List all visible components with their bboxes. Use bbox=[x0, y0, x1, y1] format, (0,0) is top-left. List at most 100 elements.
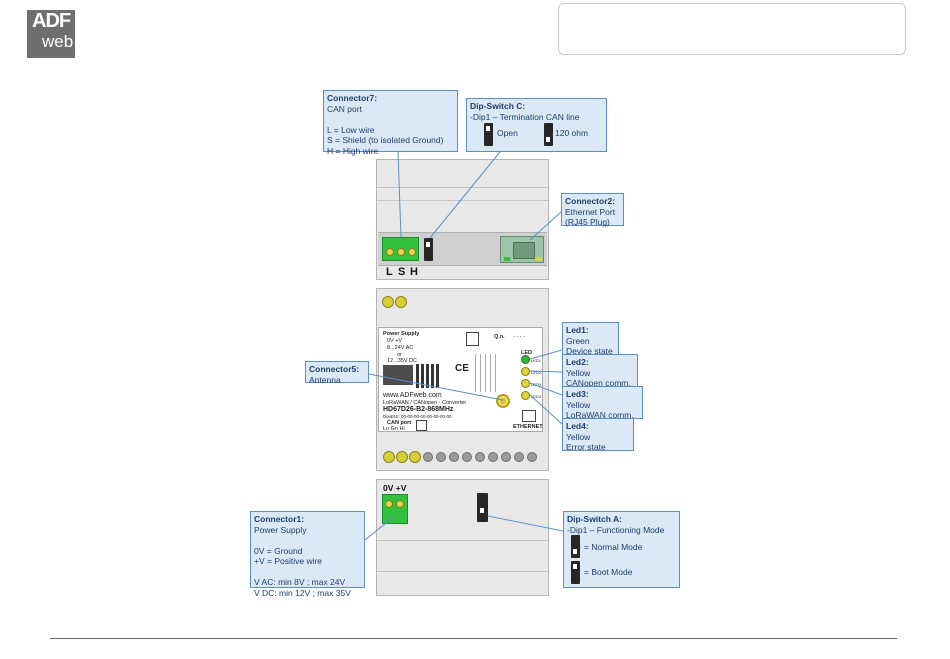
callout-line: CANopen comm. bbox=[566, 378, 631, 388]
callout-line: Device state bbox=[566, 346, 613, 356]
can-port-icon bbox=[416, 420, 427, 431]
callout-title: Connector5: bbox=[309, 364, 360, 374]
dip-120ohm-label: 120 ohm bbox=[555, 128, 589, 138]
label-or: or bbox=[397, 352, 402, 358]
callout-title: Connector2: bbox=[565, 196, 616, 206]
leader-connector5 bbox=[368, 373, 504, 401]
logo-text-adf: ADF bbox=[32, 10, 71, 32]
label-led2: LED2 bbox=[531, 370, 542, 375]
label-led3: LED3 bbox=[531, 382, 542, 387]
label-website: www.ADFweb.com bbox=[383, 392, 442, 399]
callout-line: V AC: min 8V ; max 24V bbox=[254, 577, 346, 587]
leader-led4 bbox=[529, 394, 563, 425]
antenna-connector[interactable] bbox=[496, 394, 510, 408]
ethernet-port[interactable] bbox=[500, 236, 544, 263]
leader-dipswitch-c bbox=[429, 151, 501, 239]
label-qn: Q.n. bbox=[494, 334, 505, 340]
callout-led4: Led4: Yellow Error state bbox=[562, 418, 634, 452]
power-screw-0v bbox=[385, 500, 393, 508]
module-groove bbox=[377, 187, 548, 188]
leader-led1 bbox=[529, 349, 563, 360]
callout-line: -Dip1 – Termination CAN line bbox=[470, 111, 580, 122]
leader-connector1 bbox=[364, 514, 397, 541]
callout-line: Yellow bbox=[566, 367, 591, 378]
callout-line: Yellow bbox=[566, 431, 591, 442]
callout-connector5: Connector5: Antenna bbox=[305, 361, 369, 385]
label-ethernet-icon bbox=[522, 410, 536, 422]
callout-line: Power Supply bbox=[254, 524, 307, 535]
callout-title: Led4: bbox=[566, 421, 589, 431]
led2-yellow bbox=[521, 367, 530, 376]
label-ac: 8...24V AC bbox=[387, 345, 414, 351]
footer-divider bbox=[50, 638, 897, 639]
callout-line: Green bbox=[566, 335, 590, 346]
dip-120ohm-icon bbox=[544, 123, 553, 146]
callout-led3: Led3: Yellow LoRaWAN comm. bbox=[562, 386, 643, 420]
callout-line: L = Low wire bbox=[327, 124, 375, 135]
label-led1: LED1 bbox=[531, 358, 542, 363]
leader-dipswitch-a bbox=[487, 515, 564, 532]
dip-open-icon bbox=[484, 123, 493, 146]
label-subtitle: LoRaWAN / CANopen - Converter bbox=[383, 400, 467, 406]
callout-title: Led1: bbox=[566, 325, 589, 335]
callout-connector7: Connector7: CAN port L = Low wire S = Sh… bbox=[323, 90, 458, 156]
callout-line: Antenna bbox=[309, 374, 341, 385]
bottom-screw-1 bbox=[383, 451, 395, 463]
callout-title: Dip-Switch A: bbox=[567, 514, 622, 524]
callout-line: LoRaWAN comm. bbox=[566, 410, 634, 420]
callout-line: Ethernet Port bbox=[565, 206, 616, 217]
callout-led1: Led1: Green Device state bbox=[562, 322, 619, 356]
dip-boot-icon bbox=[571, 561, 580, 584]
dip-switch-c[interactable] bbox=[424, 238, 433, 261]
module-groove bbox=[377, 571, 548, 572]
leader-led3 bbox=[529, 382, 563, 396]
power-terminal-label: 0V +V bbox=[383, 483, 407, 493]
callout-dipswitch-c: Dip-Switch C: -Dip1 – Termination CAN li… bbox=[466, 98, 607, 152]
power-terminal-block[interactable] bbox=[382, 494, 408, 524]
bottom-screw-12 bbox=[527, 452, 537, 462]
callout-title: Dip-Switch C: bbox=[470, 101, 526, 111]
bottom-screw-6 bbox=[449, 452, 459, 462]
callout-title: Led3: bbox=[566, 389, 589, 399]
callout-connector1: Connector1: Power Supply 0V = Ground +V … bbox=[250, 511, 365, 598]
label-vertical-text bbox=[475, 354, 500, 392]
callout-title: Connector1: bbox=[254, 514, 305, 524]
leader-led2 bbox=[529, 370, 563, 373]
callout-line: Error state bbox=[566, 442, 606, 452]
led1-green bbox=[521, 355, 530, 364]
can-letter-s: S bbox=[398, 266, 406, 278]
bottom-screw-3 bbox=[409, 451, 421, 463]
dip-normal-icon bbox=[571, 535, 580, 558]
can-letter-l: L bbox=[386, 266, 393, 278]
dip-switch-a[interactable] bbox=[477, 493, 488, 522]
callout-line: S = Shield (to isolated Ground) bbox=[327, 135, 444, 145]
top-screw-2 bbox=[395, 296, 407, 308]
bottom-screw-4 bbox=[423, 452, 433, 462]
callout-title: Connector7: bbox=[327, 93, 378, 103]
power-screw-v bbox=[396, 500, 404, 508]
module-groove bbox=[377, 200, 548, 201]
adfweb-logo: ADF web bbox=[27, 10, 75, 58]
callout-line: CAN port bbox=[327, 103, 362, 114]
leader-connector2 bbox=[529, 211, 562, 241]
leader-connector7 bbox=[397, 151, 402, 238]
bottom-screw-11 bbox=[514, 452, 524, 462]
can-screw-s bbox=[397, 248, 405, 256]
label-can-port: CAN port bbox=[387, 420, 412, 426]
label-adfweb-logo bbox=[383, 365, 413, 385]
header-box bbox=[558, 3, 906, 55]
can-screw-l bbox=[386, 248, 394, 256]
can-screw-h bbox=[408, 248, 416, 256]
callout-connector2: Connector2: Ethernet Port (RJ45 Plug) bbox=[561, 193, 624, 227]
dip-open-label: Open bbox=[497, 128, 518, 138]
callout-line: Yellow bbox=[566, 399, 591, 410]
bottom-screw-7 bbox=[462, 452, 472, 462]
callout-dipswitch-a: Dip-Switch A: -Dip1 – Functioning Mode =… bbox=[563, 511, 680, 588]
bottom-screw-5 bbox=[436, 452, 446, 462]
callout-line: 0V = Ground bbox=[254, 545, 303, 556]
callout-line: -Dip1 – Functioning Mode bbox=[567, 524, 665, 535]
can-letter-h: H bbox=[410, 266, 418, 278]
callout-line: +V = Positive wire bbox=[254, 556, 323, 566]
dip-boot-label: = Boot Mode bbox=[584, 567, 633, 577]
